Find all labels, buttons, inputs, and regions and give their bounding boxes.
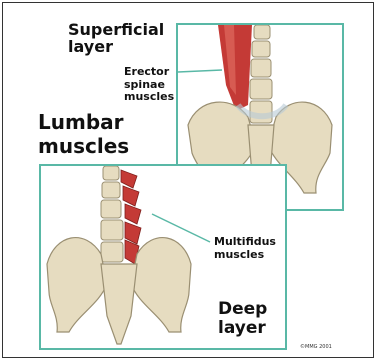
erector-spinae-label: Erector spinae muscles	[124, 66, 182, 104]
deep-layer-label: Deep layer	[218, 300, 288, 337]
multifidus-label: Multifidus muscles	[214, 236, 284, 261]
superficial-layer-label: Superficial layer	[68, 22, 178, 56]
lumbar-muscles-title: Lumbar muscles	[38, 110, 178, 158]
copyright-text: ©MMG 2001	[300, 345, 332, 350]
